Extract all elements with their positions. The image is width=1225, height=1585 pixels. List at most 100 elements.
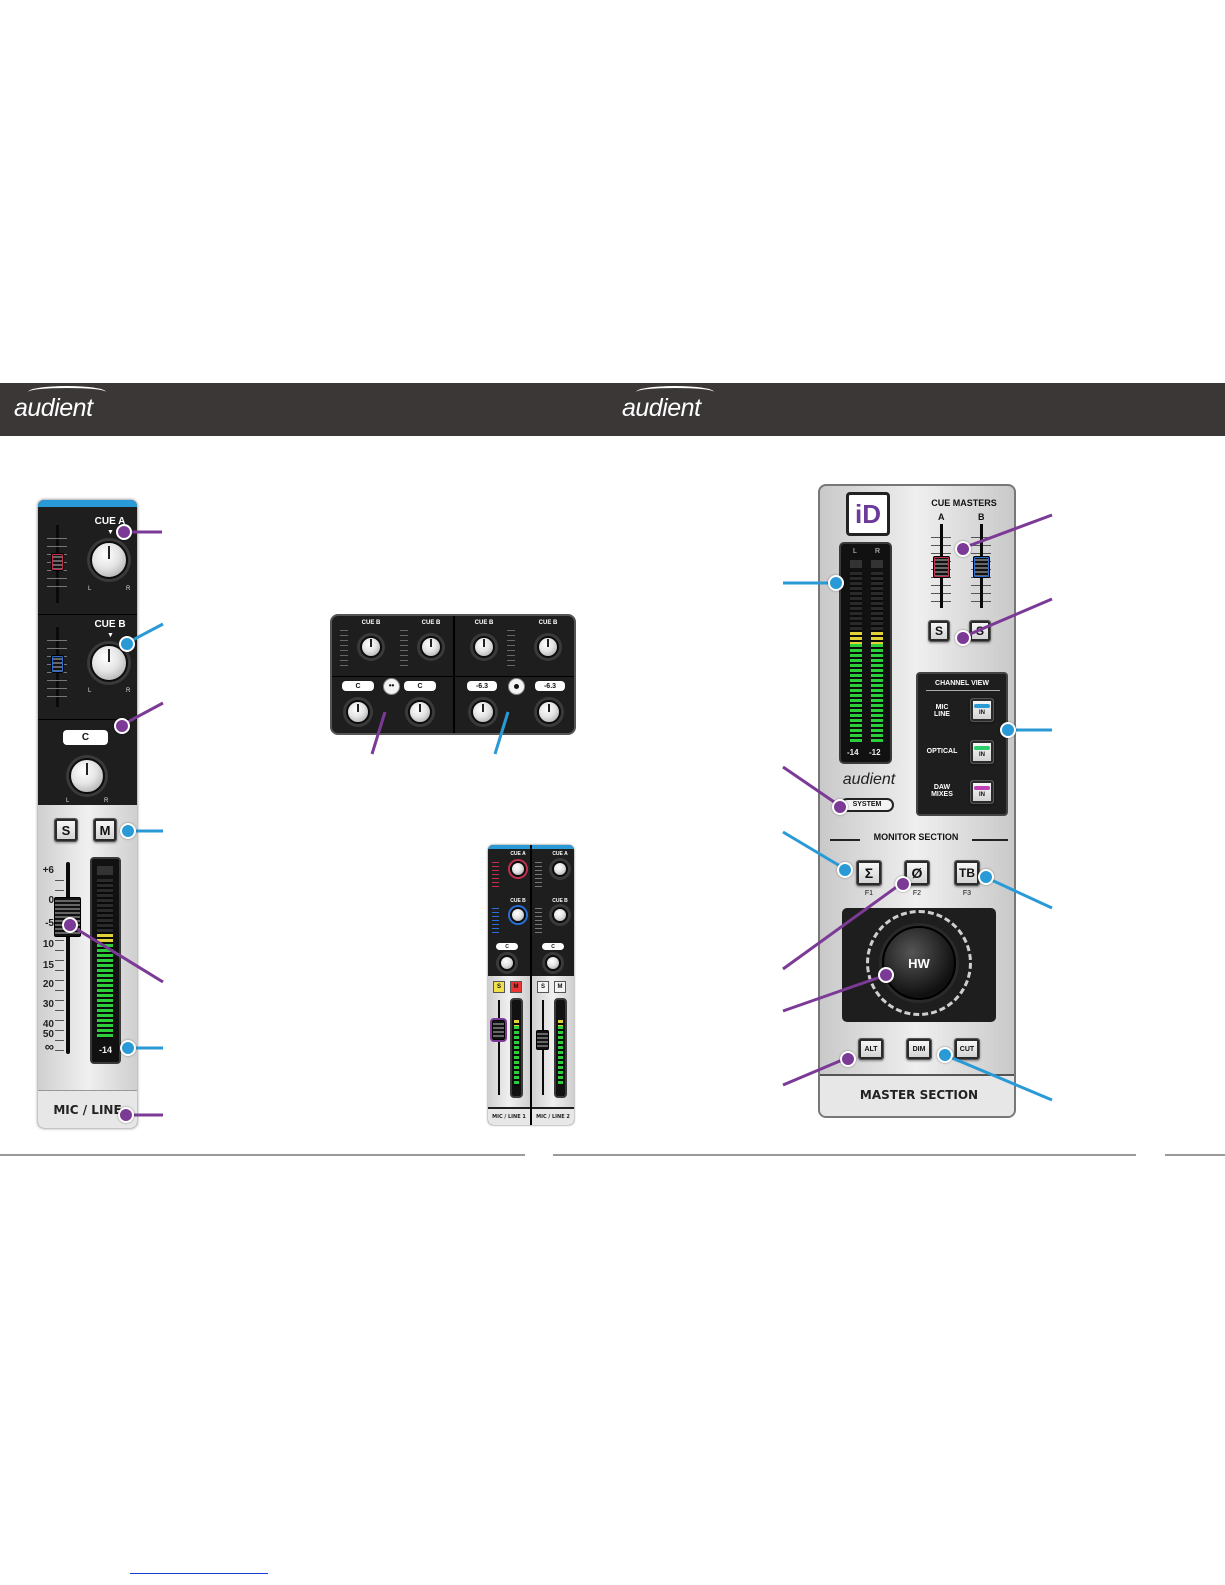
pan-value-display[interactable]: C [342,681,374,691]
knob-pointer [482,703,484,712]
pan-value-display[interactable]: C [63,730,108,745]
pan-knob[interactable] [346,700,370,724]
cue-knob[interactable] [537,636,559,658]
mini-fader [340,626,348,668]
clip-led-left [850,560,862,568]
stereo-pair-1: CUE B CUE B C C [332,616,454,733]
knob-left-label: L [66,798,70,804]
channel-name[interactable]: MIC / LINE 2 [532,1109,574,1125]
stereo-link-button-off[interactable]: •• [383,678,400,695]
cue-master-b-label: B [978,512,985,522]
cue-a-fader-handle[interactable] [51,553,64,571]
meter-right-label: R [875,548,881,555]
logo-arc [28,386,106,398]
callout-dot [119,636,135,652]
phase-invert-button[interactable]: Ø [904,860,930,886]
channel-view-title: CHANNEL VIEW [935,680,989,687]
solo-button[interactable]: S [54,818,78,842]
level-meter [554,998,567,1098]
pan-knob[interactable] [471,700,495,724]
callout-dot [828,575,844,591]
pan-knob[interactable] [545,955,561,971]
pan-knob[interactable] [69,758,105,794]
fader-track [66,862,70,1054]
pan-value-display[interactable]: C [404,681,436,691]
dim-button[interactable]: DIM [906,1038,932,1060]
cue-b-knob[interactable] [510,907,526,923]
talkback-button[interactable]: TB [954,860,980,886]
mute-button[interactable]: M [93,818,117,842]
channel-view-label: OPTICAL [926,748,958,755]
logo-text: audient [14,394,93,422]
mute-button[interactable]: M [554,981,566,993]
cue-b-section: CUE B ▼ L R [38,615,137,720]
channel-name[interactable]: MIC / LINE 1 [488,1109,530,1125]
pan-knob[interactable] [408,700,432,724]
cue-b-label: CUE B [552,898,568,904]
solo-button[interactable]: S [537,981,549,993]
channel-accent-bar [38,500,137,507]
pan-value-display[interactable]: -6.3 [535,681,565,691]
pan-value-display[interactable]: C [496,943,518,950]
scale-label: 0 [48,895,54,906]
meter-yellow-segments [514,1020,519,1026]
pan-value-display[interactable]: -6.3 [467,681,497,691]
knob-pointer [357,703,359,712]
cue-knob[interactable] [360,636,382,658]
callout-dot [120,1040,136,1056]
callout-dot [62,917,78,933]
mic-line-in-button[interactable]: IN [970,698,994,722]
section-name-footer: MASTER SECTION [820,1074,1014,1116]
cue-b-fader-handle[interactable] [51,655,64,673]
cut-button[interactable]: CUT [954,1038,980,1060]
cue-b-marker: ▼ [107,632,114,639]
mono-sum-button[interactable]: Σ [856,860,882,886]
mini-fader [535,859,542,887]
cue-b-label: CUE B [94,619,126,630]
solo-button[interactable]: S [493,981,505,993]
meter-off-segments [871,572,883,632]
system-button[interactable]: SYSTEM [840,798,894,812]
cue-knob[interactable] [420,636,442,658]
cue-a-master-fader[interactable] [933,556,950,578]
stereo-link-button-on[interactable] [508,678,525,695]
footer-link-underline [130,1573,268,1574]
channel-divider [530,845,532,1125]
daw-mixes-in-button[interactable]: IN [970,780,994,804]
channel-view-box: CHANNEL VIEW MIC LINE IN OPTICAL IN DAW … [916,672,1008,816]
monitor-volume-knob[interactable]: HW [882,926,956,1000]
cue-a-solo-button[interactable]: S [928,620,950,642]
fader-handle[interactable] [492,1020,505,1040]
scale-label: 20 [42,979,54,990]
cue-b-solo-button[interactable]: S [969,620,991,642]
fader-handle[interactable] [536,1030,549,1050]
mute-button[interactable]: M [510,981,522,993]
cue-a-knob[interactable] [90,541,128,579]
pan-knob[interactable] [499,955,515,971]
alt-speakers-button[interactable]: ALT [858,1038,884,1060]
knob-pointer [548,703,550,712]
level-meter [510,998,523,1098]
cue-knob[interactable] [473,636,495,658]
knob-pointer [483,639,485,647]
volume-knob-panel: HW [842,908,996,1022]
pan-value-display[interactable]: C [542,943,564,950]
footer-rule-right [1165,1154,1225,1156]
cue-a-knob[interactable] [552,861,568,877]
scale-label: -5 [45,918,54,929]
knob-pointer [430,639,432,647]
optical-in-button[interactable]: IN [970,740,994,764]
id-logo: iD [846,492,890,536]
f3-label: F3 [962,890,972,897]
channel-name[interactable]: MIC / LINE [53,1103,122,1117]
knob-pointer [108,545,110,560]
mini-fader [535,905,542,933]
cue-a-knob[interactable] [510,861,526,877]
meter-value: -14 [98,1045,112,1055]
logo-arc [636,386,714,398]
channel-strip: CUE A ▼ L R CUE B ▼ L R C L R S M +6 0 -… [38,500,137,1128]
cue-b-master-fader[interactable] [973,556,990,578]
cue-b-knob[interactable] [552,907,568,923]
pan-knob[interactable] [537,700,561,724]
divider [332,676,454,677]
